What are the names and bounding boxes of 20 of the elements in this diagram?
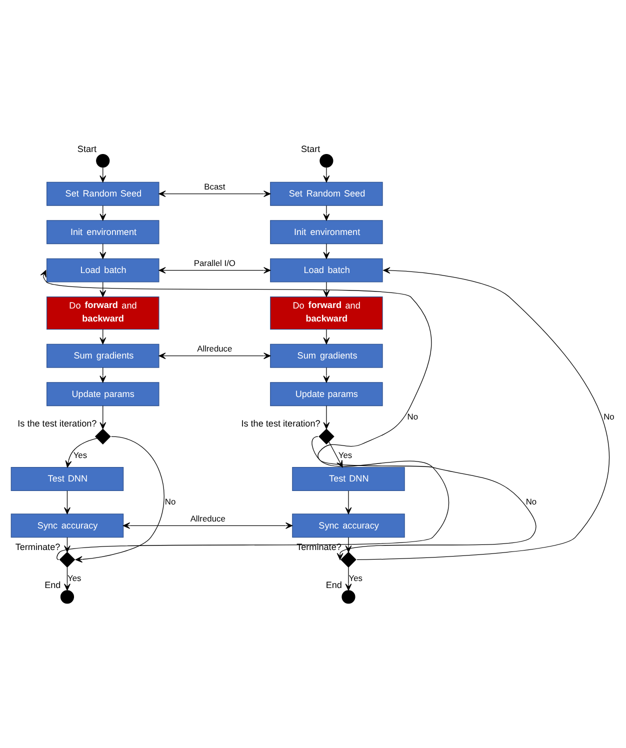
node-label: Terminate? xyxy=(296,542,342,552)
edge-label: No xyxy=(164,496,176,507)
node-label: Is the test iteration? xyxy=(241,418,320,429)
edge-label: Parallel I/O xyxy=(194,258,236,268)
edge-label: Bcast xyxy=(204,182,226,192)
node-label: End xyxy=(326,580,342,590)
edge-label: Allreduce xyxy=(197,344,232,354)
edge-label: Yes xyxy=(338,450,352,460)
edge-label: Yes xyxy=(68,572,82,583)
node-label: Start xyxy=(77,144,97,154)
node-label: Terminate? xyxy=(15,542,60,552)
edge-label: Yes xyxy=(73,450,88,460)
node-label: End xyxy=(44,580,61,590)
node-label: Is the test iteration? xyxy=(18,418,97,429)
edge-label: Yes xyxy=(348,572,362,583)
edge-label: No xyxy=(526,496,537,507)
node-label: Start xyxy=(301,144,320,154)
edge-label: Allreduce xyxy=(190,513,226,524)
edge-label: No xyxy=(604,412,614,422)
edge-label: No xyxy=(407,412,418,422)
